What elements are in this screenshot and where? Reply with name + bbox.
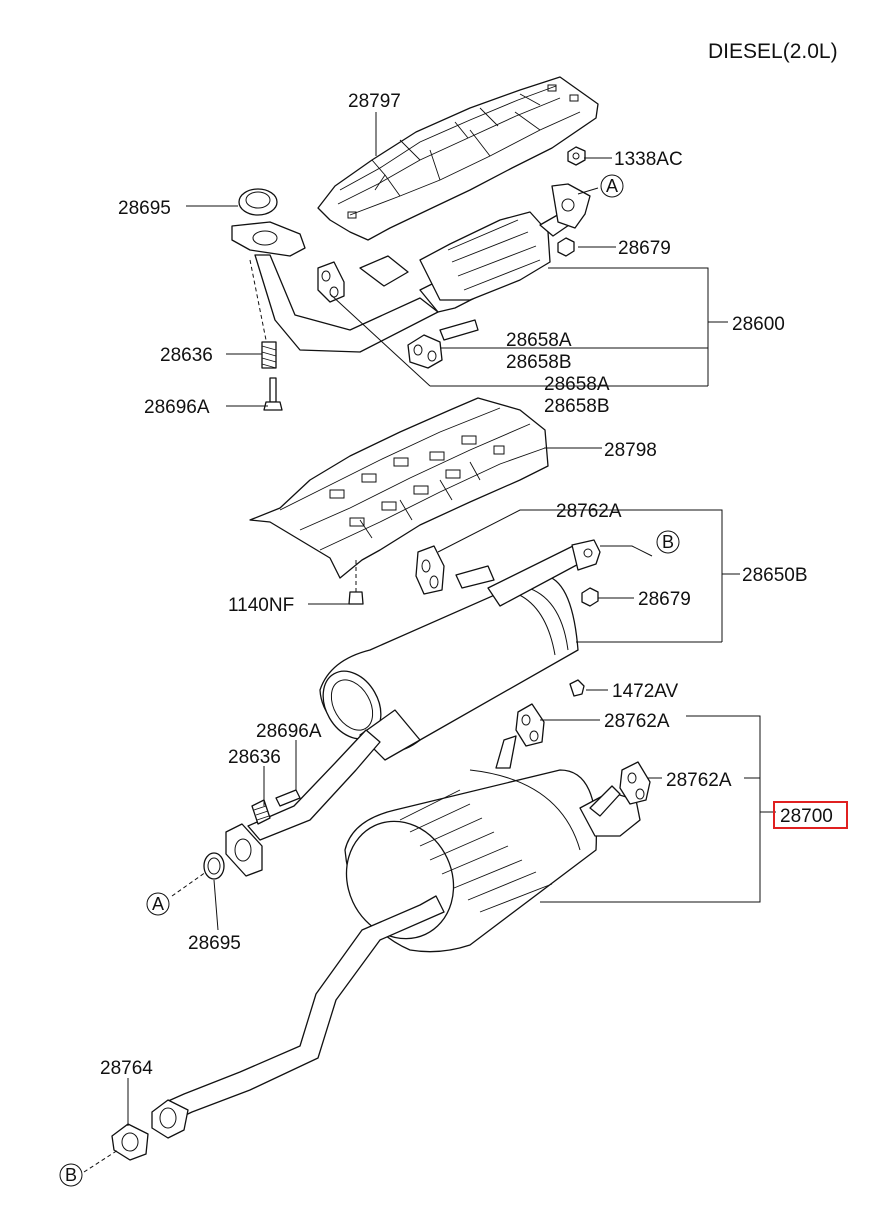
hanger-28762a-rear-right: [619, 761, 651, 805]
label-28658b-2: 28658B: [544, 396, 610, 417]
center-muffler: [247, 539, 601, 841]
front-pipe-catalyst: [231, 183, 591, 353]
spring-28636-mid: [251, 799, 271, 825]
hanger-rubber-upper: [317, 261, 345, 303]
label-28636-top: 28636: [160, 345, 213, 366]
label-28700: 28700: [780, 806, 833, 827]
label-28658a-1: 28658A: [506, 330, 572, 351]
clip-1472av: [569, 679, 585, 697]
nut-28679-mid: [581, 587, 599, 607]
label-1140nf: 1140NF: [228, 595, 294, 616]
label-28762a-mid: 28762A: [604, 711, 670, 732]
label-28695-top: 28695: [118, 198, 171, 219]
label-28798: 28798: [604, 440, 657, 461]
label-28658a-2: 28658A: [544, 374, 610, 395]
label-28636-mid: 28636: [228, 747, 281, 768]
gasket-ring-top: [238, 188, 278, 216]
label-1338ac: 1338AC: [614, 149, 683, 170]
heat-protector-lower: [249, 397, 549, 579]
label-28764: 28764: [100, 1058, 153, 1079]
hanger-rubber-lower: [407, 319, 479, 369]
bolt-28696a-top: [263, 377, 283, 411]
engine-title: DIESEL(2.0L): [708, 40, 838, 63]
spring-28636-top: [261, 341, 277, 369]
label-28762a-right: 28762A: [666, 770, 732, 791]
connector-b-mid: B: [656, 530, 680, 554]
heat-protector-upper: [317, 76, 599, 241]
svg-text:B: B: [65, 1165, 77, 1185]
label-28696a-mid: 28696A: [256, 721, 322, 742]
label-28797: 28797: [348, 91, 401, 112]
label-28695-bottom: 28695: [188, 933, 241, 954]
bolt-28696a-mid: [275, 789, 301, 807]
connector-b-bottom: B: [59, 1163, 83, 1187]
flange-gasket-mid: [203, 823, 263, 880]
hanger-28762a-rear-left: [515, 703, 545, 747]
svg-text:A: A: [606, 176, 618, 196]
label-28600: 28600: [732, 314, 785, 335]
svg-text:A: A: [152, 894, 164, 914]
gasket-28764: [111, 1123, 149, 1161]
label-28696a-top: 28696A: [144, 397, 210, 418]
label-1472av: 1472AV: [612, 681, 679, 702]
label-28658b-1: 28658B: [506, 352, 572, 373]
label-28762a-top: 28762A: [556, 501, 622, 522]
leader-lines: [127, 112, 776, 1126]
nut-1338ac: [567, 146, 586, 166]
rear-flange: [151, 1099, 189, 1139]
rear-muffler: [165, 735, 641, 1121]
label-28650b: 28650B: [742, 565, 808, 586]
hanger-28762a-center: [415, 545, 445, 595]
label-28679-top: 28679: [618, 238, 671, 259]
nut-28679-top: [557, 237, 575, 257]
connector-a-top: A: [600, 174, 624, 198]
connector-a-low: A: [146, 892, 170, 916]
highlight-28700-box: [773, 801, 848, 829]
label-28679-mid: 28679: [638, 589, 691, 610]
bolt-1140nf: [348, 560, 364, 605]
svg-text:B: B: [662, 532, 674, 552]
